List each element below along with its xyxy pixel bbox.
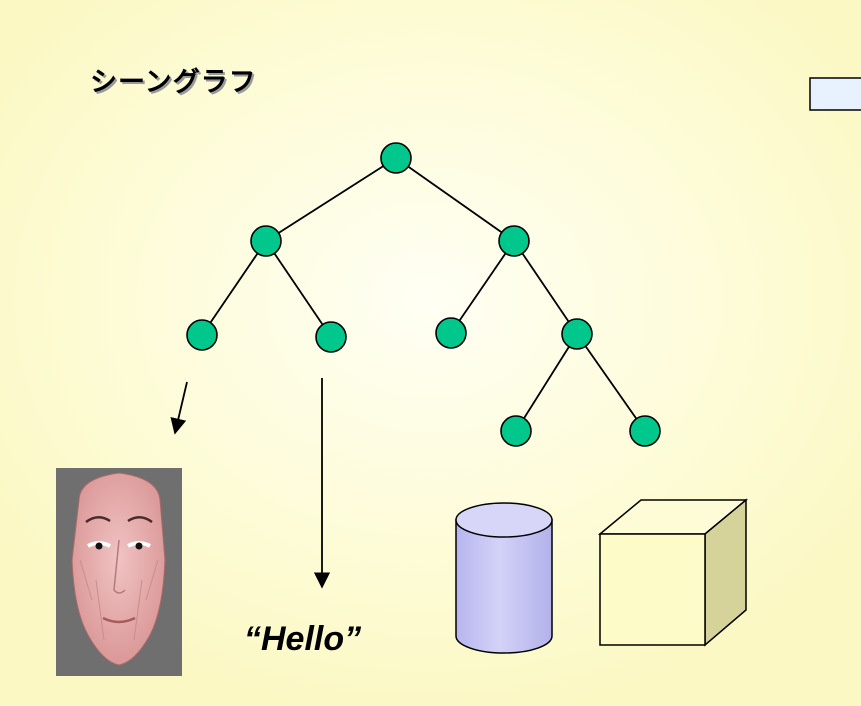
tree-node-right — [498, 225, 530, 257]
tree-node-left — [250, 225, 282, 257]
tree-edge-right-right-left — [450, 240, 515, 334]
tree-edge-right-right-right — [513, 240, 578, 335]
cylinder — [455, 502, 553, 654]
tree-edge-right-right-right-right-right — [576, 333, 646, 432]
tree-edge-left-left-right — [265, 240, 332, 338]
cube — [597, 498, 749, 647]
tree-node-right-right-right — [629, 415, 661, 447]
tree-edge-root-right — [395, 157, 515, 242]
tree-edge-right-right-right-right-left — [515, 333, 578, 432]
legend-box — [809, 77, 861, 111]
tree-node-root — [380, 142, 412, 174]
tree-edge-root-left — [265, 157, 397, 242]
tree-node-left-left — [186, 319, 218, 351]
hello-text-label: “Hello” — [244, 620, 362, 658]
tree-node-right-right-left — [500, 415, 532, 447]
page-title: シーングラフ — [90, 67, 257, 98]
tree-nodes — [186, 142, 661, 447]
tree-node-right-left — [435, 317, 467, 349]
arrow-to-face — [170, 381, 188, 435]
tree-node-right-right — [561, 318, 593, 350]
tree-edge-left-left-left — [201, 240, 267, 336]
face-image — [56, 468, 182, 676]
tree-node-left-right — [315, 321, 347, 353]
tree-edges — [201, 157, 646, 432]
